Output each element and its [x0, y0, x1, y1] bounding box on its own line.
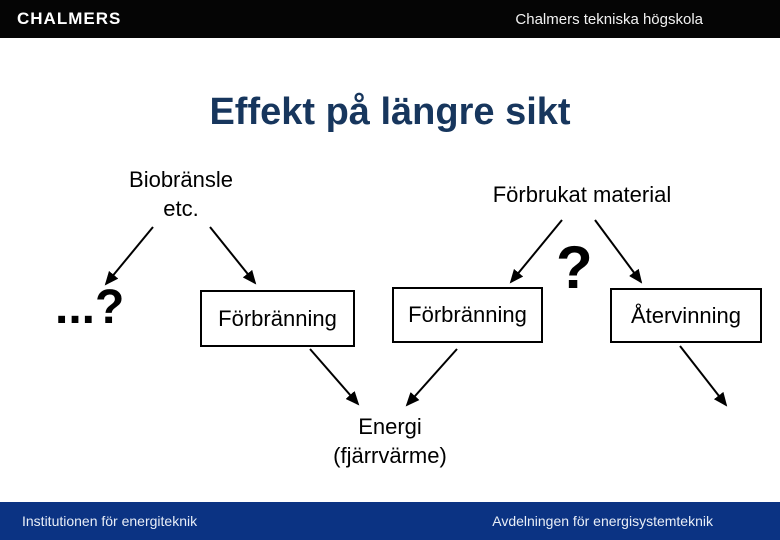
- label-energy-line2: (fjärrvärme): [333, 443, 447, 468]
- box-forbranning-2: Förbränning: [392, 287, 543, 343]
- label-used-material: Förbrukat material: [492, 182, 672, 207]
- arrow-biofuel-to-forbranning1: [209, 226, 257, 285]
- arrow-material-to-atervinning: [594, 219, 643, 284]
- question-mark-left: ...?: [55, 281, 125, 334]
- box-forbranning-2-label: Förbränning: [408, 302, 527, 327]
- footer-left-text: Institutionen för energiteknik: [22, 513, 198, 529]
- label-energy-result: Energi (fjärrvärme): [295, 412, 485, 470]
- arrow-forbranning2-to-energy: [405, 348, 458, 407]
- label-energy-line1: Energi: [358, 414, 422, 439]
- arrow-forbranning1-to-energy: [309, 348, 360, 406]
- slide-footer-bar: Institutionen för energiteknik Avdelning…: [0, 502, 780, 540]
- label-biofuel-source: Biobränsle etc.: [96, 165, 266, 223]
- question-mark-right: ?: [556, 234, 593, 301]
- chalmers-logo: CHALMERS: [17, 9, 122, 28]
- footer-right-text: Avdelningen för energisystemteknik: [492, 513, 713, 529]
- label-biofuel-line2: etc.: [163, 196, 199, 221]
- label-biofuel-line1: Biobränsle: [129, 167, 233, 192]
- header-institution-text: Chalmers tekniska högskola: [515, 10, 703, 28]
- slide-title: Effekt på längre sikt: [209, 91, 571, 133]
- arrow-atervinning-down: [679, 345, 728, 407]
- box-forbranning-1: Förbränning: [200, 290, 355, 347]
- box-atervinning-label: Återvinning: [630, 302, 742, 328]
- box-atervinning: Återvinning: [610, 288, 762, 343]
- arrow-material-to-forbranning2: [509, 219, 563, 284]
- box-forbranning-1-label: Förbränning: [218, 305, 337, 331]
- slide-header-bar: CHALMERS Chalmers tekniska högskola: [0, 0, 780, 38]
- arrow-biofuel-to-question: [104, 226, 154, 286]
